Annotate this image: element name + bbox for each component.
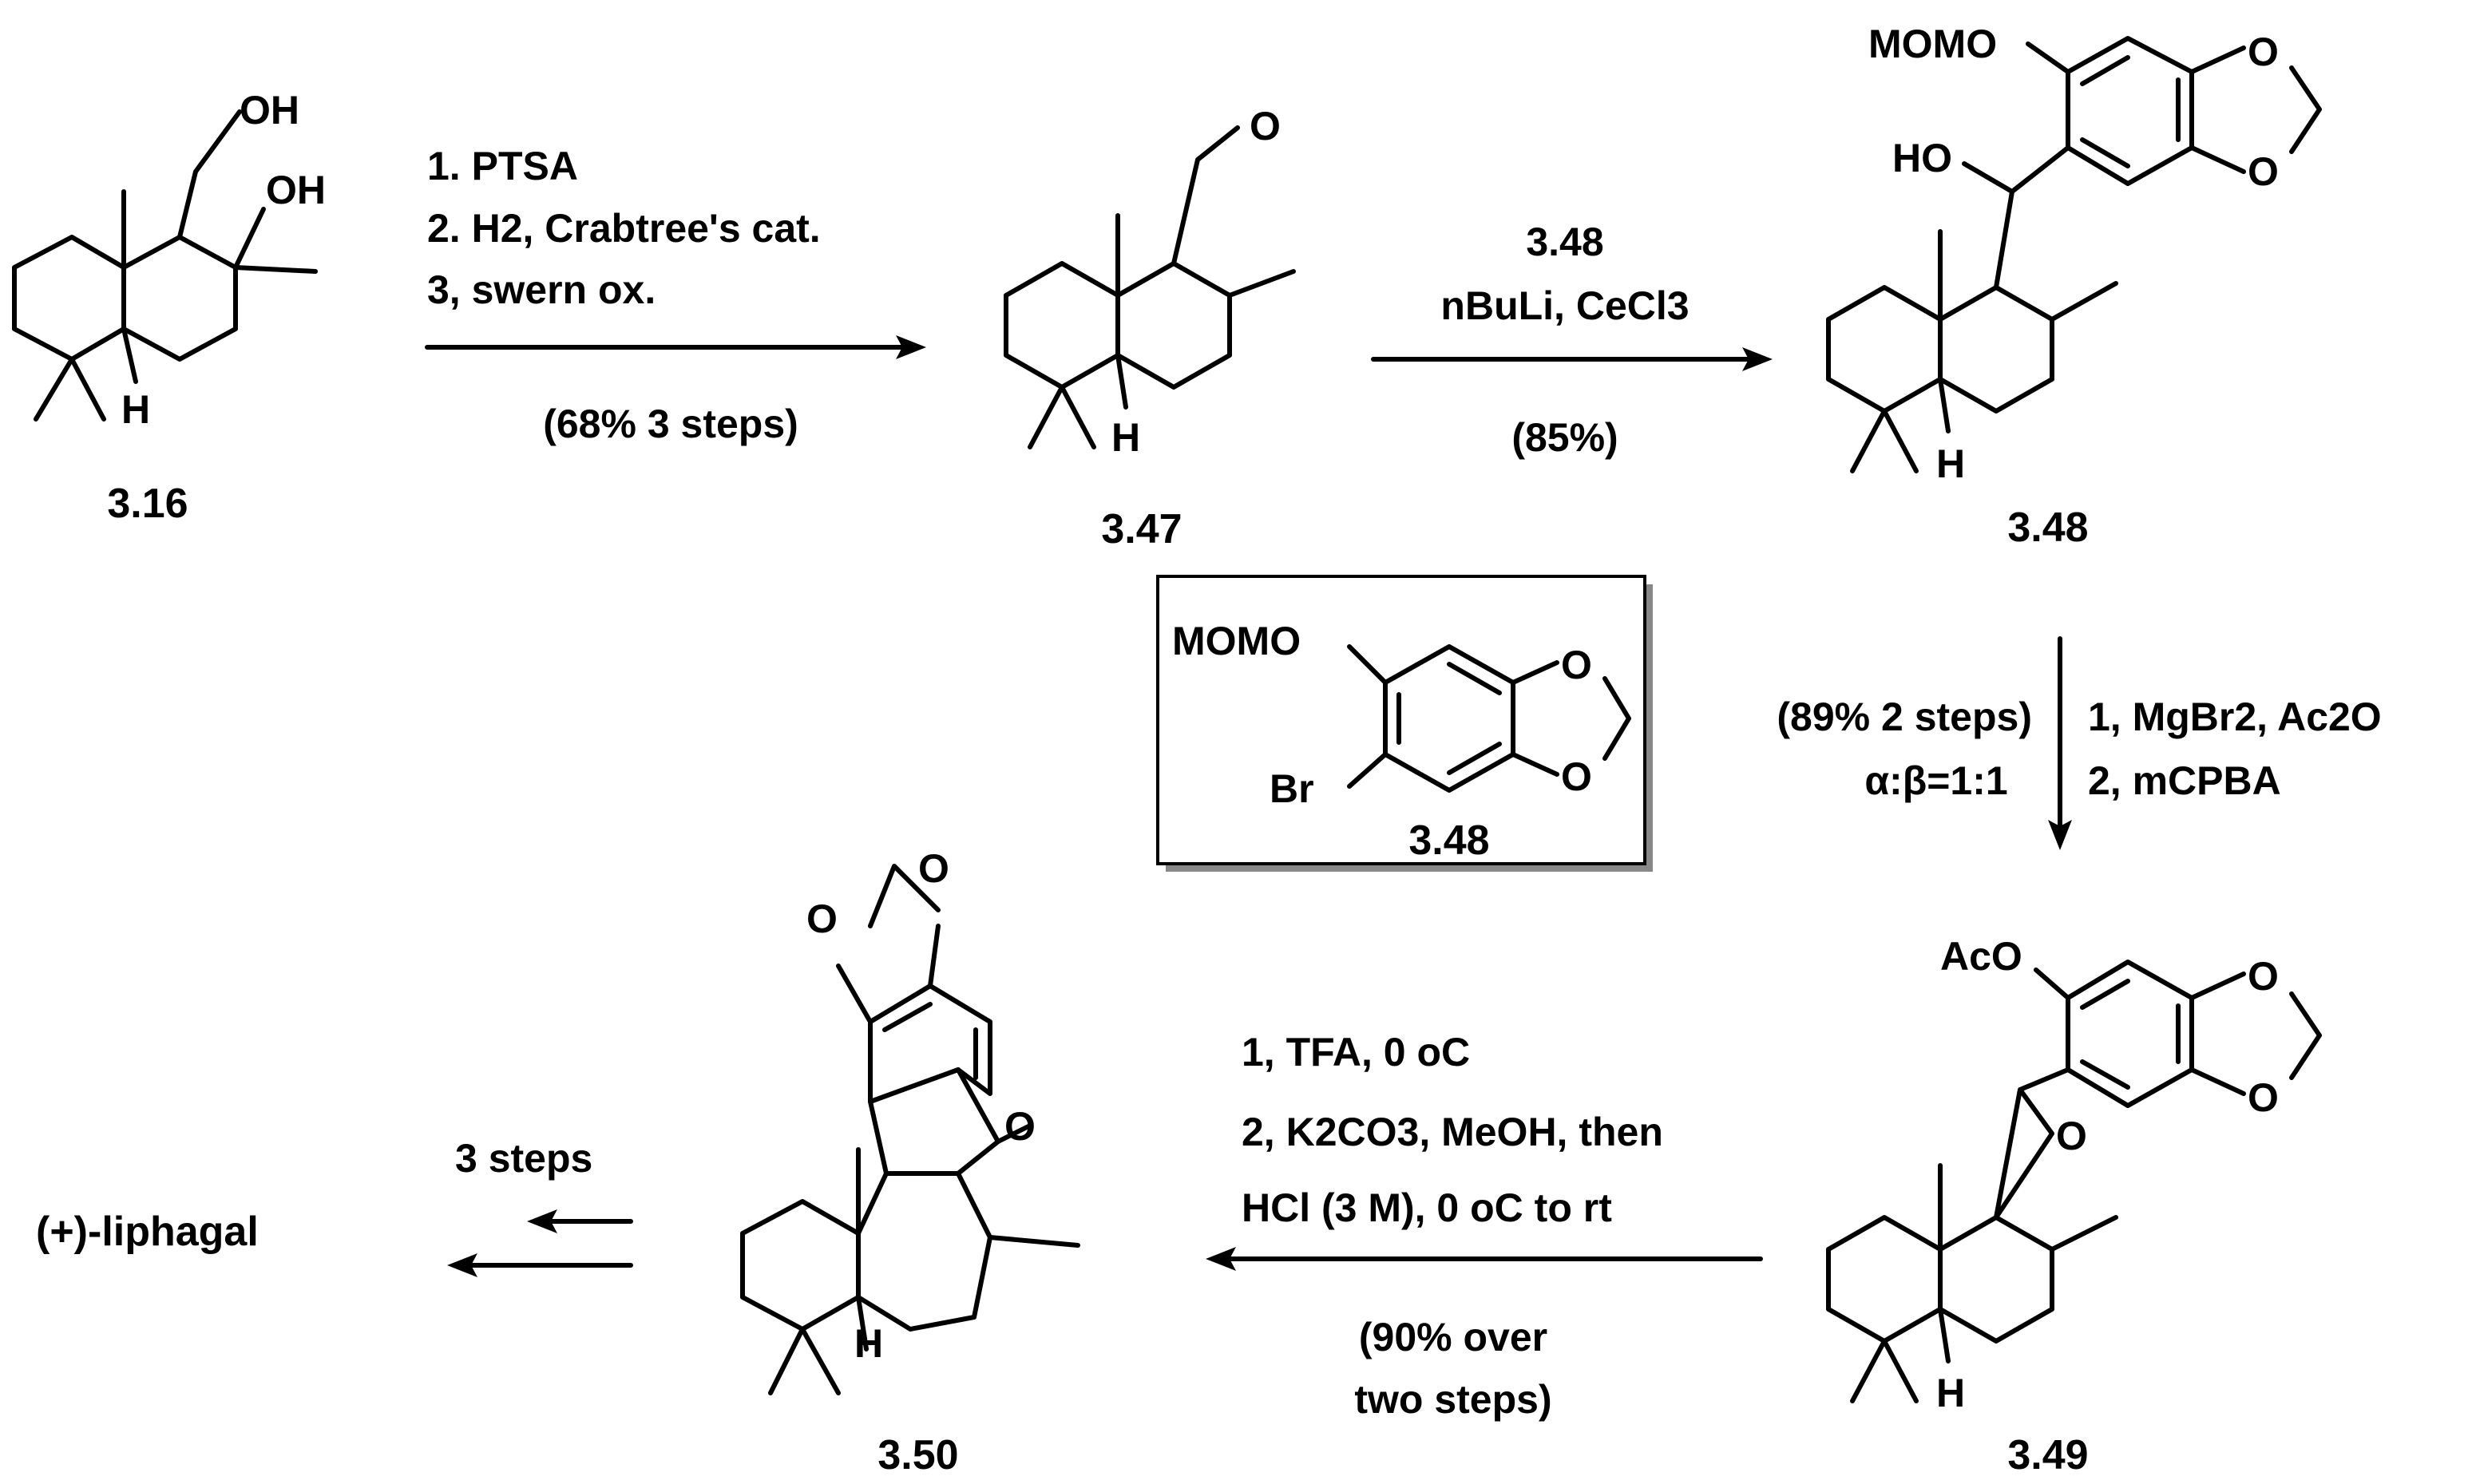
atom-o: O — [2056, 1114, 2087, 1158]
atom-aco: AcO — [1940, 934, 2022, 979]
compound-3-16: OH OH H 3.16 — [12, 88, 326, 527]
yield-text: (85%) — [1511, 415, 1618, 460]
arrow-head — [2048, 820, 2072, 850]
condition-text: 1, MgBr2, Ac2O — [2088, 695, 2382, 739]
compound-label: 3.49 — [2007, 1432, 2088, 1478]
atom-o: O — [1004, 1104, 1036, 1149]
condition-text: 3 steps — [455, 1136, 592, 1181]
atom-o: O — [2248, 1075, 2279, 1120]
compound-label: 3.16 — [107, 481, 188, 527]
arrow-head — [1742, 347, 1773, 371]
step-2: 3.48 nBuLi, CeCl3 (85%) — [1371, 220, 1773, 460]
compound-label: 3.50 — [877, 1432, 958, 1478]
yield-text: two steps) — [1354, 1377, 1551, 1422]
atom-ho: HO — [1892, 136, 1952, 180]
atom-o: O — [1561, 643, 1592, 687]
step-3: (89% 2 steps) α:β=1:1 1, MgBr2, Ac2O 2, … — [1777, 636, 2382, 850]
atom-o: O — [918, 846, 949, 891]
yield-text: (68% 3 steps) — [543, 402, 798, 446]
atom-oh: OH — [266, 168, 326, 212]
product-label: (+)-liphagal — [36, 1209, 259, 1255]
condition-text: 2, mCPBA — [2088, 758, 2281, 803]
compound-3-50: O O O H 3.50 — [740, 846, 1080, 1478]
atom-br: Br — [1270, 766, 1314, 811]
compound-label: 3.48 — [1408, 817, 1489, 864]
atom-o: O — [2248, 30, 2279, 74]
condition-text: 2, K2CO3, MeOH, then — [1242, 1110, 1663, 1154]
atom-h: H — [1111, 415, 1140, 460]
ratio-text: α:β=1:1 — [1864, 758, 2007, 803]
atom-o: O — [806, 896, 838, 941]
step-1: 1. PTSA 2. H2, Crabtree's cat. 3, swern … — [425, 144, 926, 446]
arrow-head — [527, 1209, 557, 1233]
atom-momo: MOMO — [1172, 619, 1301, 663]
atom-h: H — [1936, 1371, 1965, 1415]
atom-h: H — [854, 1321, 883, 1366]
compound-3-47: O H 3.47 — [1004, 104, 1296, 552]
arrow-head — [896, 335, 926, 359]
atom-o: O — [2248, 954, 2279, 999]
condition-text: HCl (3 M), 0 oC to rt — [1242, 1185, 1612, 1230]
compound-3-49: AcO O O O H 3.49 — [1826, 934, 2322, 1478]
atom-h: H — [121, 387, 150, 432]
reagent-text: 3.48 — [1526, 220, 1603, 264]
atom-momo: MOMO — [1868, 22, 1997, 66]
atom-o: O — [1561, 754, 1592, 799]
atom-o: O — [2248, 149, 2279, 194]
yield-text: (90% over — [1359, 1315, 1547, 1359]
arrow-head — [1206, 1247, 1236, 1271]
atom-o: O — [1250, 104, 1281, 148]
reagent-text: nBuLi, CeCl3 — [1440, 283, 1689, 328]
compound-3-48: MOMO HO O O H 3.48 — [1826, 22, 2322, 551]
condition-text: 1, TFA, 0 oC — [1242, 1030, 1470, 1074]
atom-h: H — [1936, 441, 1965, 486]
compound-label: 3.47 — [1101, 506, 1182, 552]
step-4: 1, TFA, 0 oC 2, K2CO3, MeOH, then HCl (3… — [1206, 1030, 1763, 1422]
arrow-head — [447, 1253, 477, 1277]
condition-text: 1. PTSA — [427, 144, 578, 188]
yield-text: (89% 2 steps) — [1777, 695, 2032, 739]
boxed-reagent-3-48: MOMO Br O O 3.48 — [1156, 575, 1653, 872]
step-5: 3 steps — [447, 1136, 633, 1277]
condition-text: 2. H2, Crabtree's cat. — [427, 206, 821, 251]
atom-oh: OH — [240, 88, 299, 133]
compound-label: 3.48 — [2007, 505, 2088, 551]
condition-text: 3, swern ox. — [427, 267, 656, 312]
